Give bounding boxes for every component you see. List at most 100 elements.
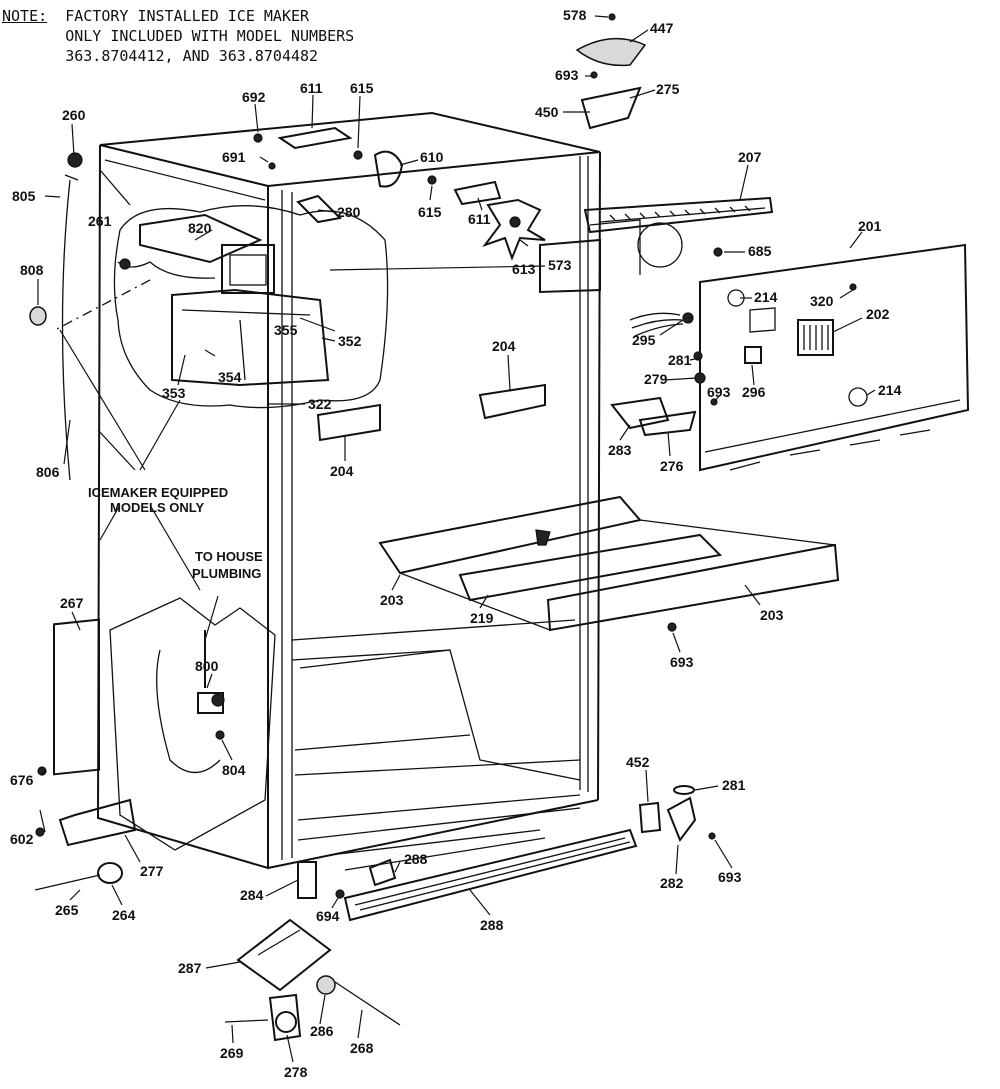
part-label: 278: [284, 1064, 308, 1080]
control-panel-201: [629, 243, 970, 472]
part-label: 613: [512, 261, 536, 277]
bracket-284: [297, 861, 317, 899]
part-label: 805: [12, 188, 36, 204]
part-label: 265: [55, 902, 79, 918]
grille-288: [343, 828, 638, 922]
part-label: 280: [337, 204, 361, 220]
fan-motor: [539, 238, 601, 294]
part-447: [575, 37, 647, 67]
roller-278: [268, 993, 302, 1042]
bracket-277: [58, 798, 137, 847]
part-label: 204: [330, 463, 354, 479]
part-label: 573: [548, 257, 572, 273]
part-label: 693: [555, 67, 579, 83]
part-label: 214: [754, 289, 778, 305]
leader-lines: [37, 15, 876, 1063]
part-label: 203: [760, 607, 784, 623]
water-valve-detail-cloud: [109, 597, 276, 851]
evaporator-fan-assembly: [482, 196, 774, 294]
note-line-3: 363.8704412, AND 363.8704482: [65, 47, 319, 65]
part-label: 287: [178, 960, 202, 976]
part-label: 610: [420, 149, 444, 165]
part-label: 281: [668, 352, 692, 368]
part-label: 269: [220, 1045, 244, 1061]
part-label: 260: [62, 107, 86, 123]
defrost-heater-207: [583, 196, 774, 234]
bottom-parts: [224, 785, 716, 1042]
part-label: 219: [470, 610, 494, 626]
frame-203-front: [546, 543, 840, 632]
part-276: [638, 410, 697, 437]
part-label: 820: [188, 220, 212, 236]
part-label: 693: [718, 869, 742, 885]
part-label: 283: [608, 442, 632, 458]
glass-219: [458, 533, 723, 602]
part-label: 447: [650, 20, 674, 36]
part-label: 320: [810, 293, 834, 309]
part-label: 276: [660, 458, 684, 474]
bracket-204-right: [478, 383, 546, 420]
part-label: 806: [36, 464, 60, 480]
part-label: 282: [660, 875, 684, 891]
part-label: 202: [866, 306, 890, 322]
access-panel-267: [53, 618, 100, 776]
part-label: 808: [20, 262, 44, 278]
part-label: 691: [222, 149, 246, 165]
part-label: 354: [218, 369, 242, 385]
part-label: 204: [492, 338, 516, 354]
vent-grille-202: [797, 319, 834, 356]
part-label: 693: [670, 654, 694, 670]
left-side-parts: [29, 152, 151, 891]
part-label: 281: [722, 777, 746, 793]
part-label: 201: [858, 218, 882, 234]
part-label: 693: [707, 384, 731, 400]
part-label: 450: [535, 104, 559, 120]
part-label: 615: [350, 80, 374, 96]
part-label: 685: [748, 243, 772, 259]
part-label: 207: [738, 149, 762, 165]
part-label: 676: [10, 772, 34, 788]
part-label: 800: [195, 658, 219, 674]
fan-blade: [482, 198, 546, 261]
frame-203-top: [378, 495, 642, 575]
hinge-287: [236, 918, 332, 992]
part-label: 264: [112, 907, 136, 923]
part-label: 288: [404, 851, 428, 867]
note-line-1: FACTORY INSTALLED ICE MAKER: [65, 7, 310, 25]
bracket-204-left: [316, 403, 381, 442]
ice-bin: [171, 288, 330, 387]
part-275: [580, 86, 642, 130]
part-label: 203: [380, 592, 404, 608]
part-label: 615: [418, 204, 442, 220]
part-label: 352: [338, 333, 362, 349]
part-label: 602: [10, 831, 34, 847]
part-label: 279: [644, 371, 668, 387]
part-label: 804: [222, 762, 246, 778]
icemaker-callout-line1: ICEMAKER EQUIPPED: [88, 485, 228, 500]
top-hinge-parts: [253, 13, 647, 224]
model-note: NOTE: FACTORY INSTALLED ICE MAKER ONLY I…: [2, 6, 354, 66]
part-label: 611: [300, 80, 323, 96]
icemaker-detail-cloud: [113, 205, 389, 409]
part-label: 288: [480, 917, 504, 933]
icemaker-motor-housing: [221, 244, 275, 294]
icemaker-callout-line2: MODELS ONLY: [110, 500, 204, 515]
plumbing-callout-line1: TO HOUSE: [195, 549, 263, 564]
part-label: 296: [742, 384, 766, 400]
part-282: [666, 796, 697, 843]
part-label: 353: [162, 385, 186, 401]
part-283: [610, 396, 670, 430]
part-label: 268: [350, 1040, 374, 1056]
part-label: 267: [60, 595, 84, 611]
roller-264: [97, 862, 123, 884]
plumbing-callout-line2: PLUMBING: [192, 566, 261, 581]
part-452: [638, 801, 662, 834]
note-label: NOTE:: [2, 7, 48, 25]
part-label: 578: [563, 7, 587, 23]
note-line-2: ONLY INCLUDED WITH MODEL NUMBERS: [65, 27, 355, 45]
part-label: 286: [310, 1023, 334, 1039]
part-label: 355: [274, 322, 298, 338]
part-label: 261: [88, 213, 112, 229]
part-label: 214: [878, 382, 902, 398]
